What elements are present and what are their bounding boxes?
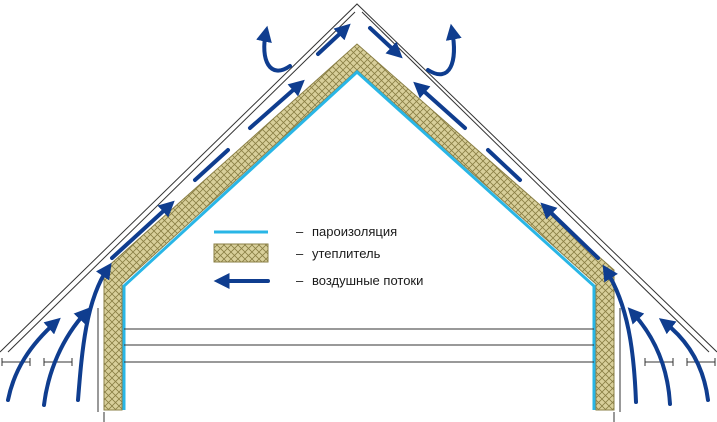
air-flow-arrow — [413, 81, 467, 130]
air-flow-arrow — [193, 148, 230, 182]
legend-insulation-swatch — [213, 243, 269, 263]
eave-marks — [1, 358, 716, 366]
air-flow-arrow — [42, 307, 91, 407]
legend-dash: – — [296, 273, 304, 288]
air-flow-arrow — [76, 262, 112, 402]
air-flow-arrow — [368, 26, 403, 59]
air-flow-arrow — [256, 25, 292, 73]
legend: – пароизоляция – утеплитель – воздушные … — [213, 224, 423, 289]
air-flow-arrow — [426, 23, 462, 77]
air-flow-arrow — [627, 307, 672, 406]
air-flow-arrow — [658, 318, 710, 402]
insulation-layer — [103, 43, 615, 411]
air-flow-arrows — [6, 23, 710, 407]
air-flow-arrow — [486, 148, 522, 182]
air-flow-arrow — [602, 264, 638, 404]
legend-vapor-barrier-label: пароизоляция — [312, 224, 397, 239]
legend-air-flow-label: воздушные потоки — [312, 273, 423, 288]
air-flow-arrow — [540, 202, 600, 260]
roof-covering — [0, 3, 717, 353]
legend-dash: – — [296, 246, 304, 261]
air-flow-arrow — [6, 317, 61, 402]
air-flow-arrow — [248, 79, 305, 130]
legend-insulation-label: утеплитель — [312, 246, 381, 261]
air-flow-arrow — [110, 200, 175, 260]
vapor-barrier — [122, 69, 596, 410]
legend-dash: – — [296, 224, 304, 239]
walls — [97, 308, 621, 422]
air-flow-arrow — [316, 23, 351, 56]
ceiling-joists — [124, 328, 594, 363]
